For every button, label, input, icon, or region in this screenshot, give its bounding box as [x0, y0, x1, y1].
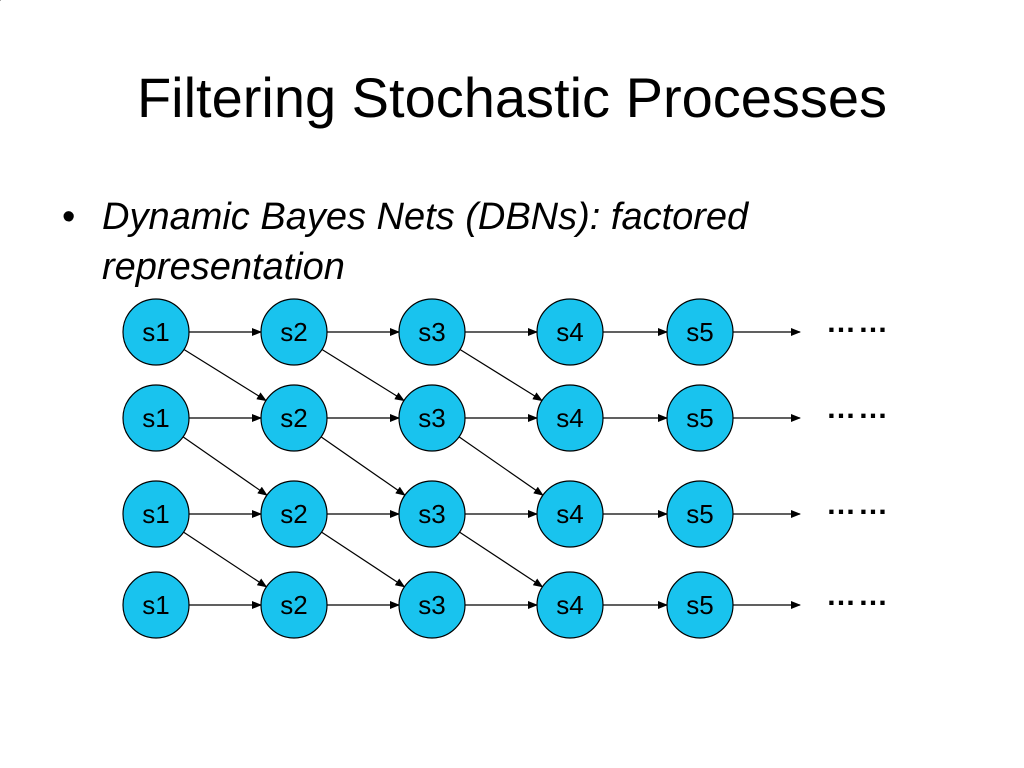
- node-s3: s3: [398, 571, 466, 639]
- edge-diagonal: [459, 531, 544, 588]
- node-circle: [536, 571, 604, 639]
- node-s1: s1: [122, 480, 190, 548]
- nodes-layer: s1 s2 s3 s4 s5 s1 s2 s3 s4 s5 s1 s2 s3 s4 s5 s1 s2 s3 s4 s5: [122, 298, 734, 639]
- node-circle: [666, 480, 734, 548]
- node-s4: s4: [536, 298, 604, 366]
- node-s2: s2: [260, 571, 328, 639]
- node-label: s3: [418, 590, 445, 620]
- edge-diagonal: [182, 436, 268, 496]
- node-circle: [260, 298, 328, 366]
- edge-diagonal: [321, 531, 406, 588]
- node-label: s1: [142, 317, 169, 347]
- node-s2: s2: [260, 298, 328, 366]
- node-s2: s2: [260, 480, 328, 548]
- node-s4: s4: [536, 384, 604, 452]
- node-label: s2: [280, 317, 307, 347]
- node-label: s4: [556, 403, 583, 433]
- node-circle: [398, 480, 466, 548]
- node-circle: [536, 298, 604, 366]
- node-s4: s4: [536, 480, 604, 548]
- node-s1: s1: [122, 298, 190, 366]
- node-circle: [122, 571, 190, 639]
- node-circle: [666, 384, 734, 452]
- edge-diagonal: [459, 348, 543, 402]
- edge-diagonal: [183, 348, 267, 402]
- edges-layer: [182, 328, 801, 609]
- node-label: s4: [556, 590, 583, 620]
- node-label: s2: [280, 590, 307, 620]
- node-s3: s3: [398, 480, 466, 548]
- continuation-ellipsis: ……: [826, 392, 890, 425]
- node-circle: [260, 571, 328, 639]
- node-circle: [398, 384, 466, 452]
- node-s1: s1: [122, 384, 190, 452]
- node-s3: s3: [398, 298, 466, 366]
- slide-title: Filtering Stochastic Processes: [136, 66, 888, 129]
- node-label: s3: [418, 403, 445, 433]
- node-circle: [260, 480, 328, 548]
- node-label: s4: [556, 317, 583, 347]
- node-circle: [122, 384, 190, 452]
- node-s5: s5: [666, 384, 734, 452]
- node-circle: [260, 384, 328, 452]
- node-label: s1: [142, 403, 169, 433]
- node-label: s3: [418, 499, 445, 529]
- node-circle: [122, 298, 190, 366]
- node-label: s5: [686, 403, 713, 433]
- node-circle: [398, 571, 466, 639]
- edge-diagonal: [458, 436, 544, 496]
- edge-diagonal: [320, 436, 406, 496]
- edge-diagonal: [321, 348, 405, 402]
- ellipsis-layer: …… …… …… ……: [826, 306, 890, 612]
- node-label: s5: [686, 317, 713, 347]
- node-circle: [122, 480, 190, 548]
- edge-diagonal: [183, 531, 268, 588]
- node-s1: s1: [122, 571, 190, 639]
- node-circle: [398, 298, 466, 366]
- node-label: s5: [686, 590, 713, 620]
- node-s3: s3: [398, 384, 466, 452]
- node-label: s2: [280, 403, 307, 433]
- node-circle: [536, 480, 604, 548]
- node-s5: s5: [666, 298, 734, 366]
- node-label: s2: [280, 499, 307, 529]
- node-s2: s2: [260, 384, 328, 452]
- bullet-text: Dynamic Bayes Nets (DBNs): factored repr…: [102, 196, 749, 288]
- node-s4: s4: [536, 571, 604, 639]
- node-label: s1: [142, 590, 169, 620]
- bullet-marker: •: [62, 196, 76, 238]
- node-circle: [666, 571, 734, 639]
- continuation-ellipsis: ……: [826, 306, 890, 339]
- node-circle: [536, 384, 604, 452]
- node-s5: s5: [666, 571, 734, 639]
- continuation-ellipsis: ……: [826, 488, 890, 521]
- node-label: s3: [418, 317, 445, 347]
- node-label: s5: [686, 499, 713, 529]
- node-circle: [666, 298, 734, 366]
- node-label: s1: [142, 499, 169, 529]
- node-label: s4: [556, 499, 583, 529]
- continuation-ellipsis: ……: [826, 579, 890, 612]
- node-s5: s5: [666, 480, 734, 548]
